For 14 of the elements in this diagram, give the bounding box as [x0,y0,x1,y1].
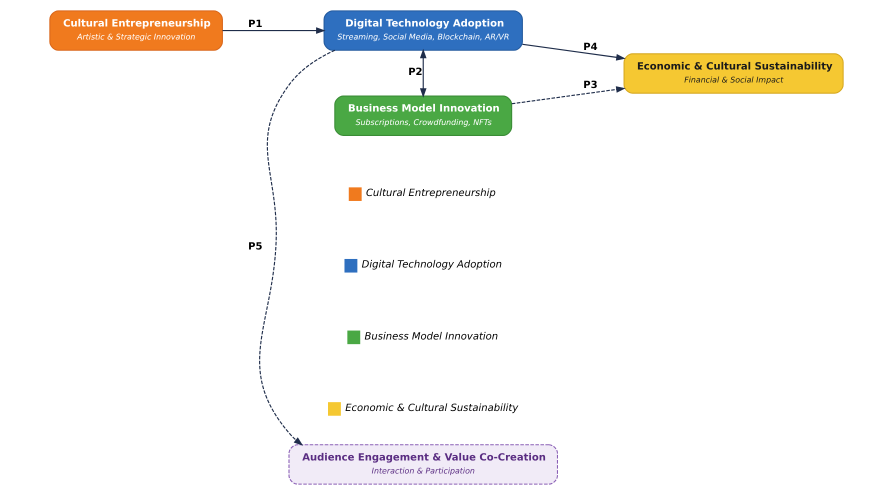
edge-label: P1 [248,19,262,30]
arrow [512,86,626,104]
edge-label: P3 [583,80,598,91]
legend-label: Cultural Entrepreneurship [366,188,496,200]
legend-label: Digital Technology Adoption [362,260,502,271]
edge-label: P4 [583,42,598,54]
arrow [222,27,326,34]
edge-label: P5 [248,241,262,252]
legend-label: Business Model Innovation [364,331,498,342]
arrow [420,48,427,98]
arrow [259,50,336,446]
arrow [522,44,626,61]
legend-label: Economic & Cultural Sustainability [345,402,518,414]
edge-label: P2 [408,67,423,78]
